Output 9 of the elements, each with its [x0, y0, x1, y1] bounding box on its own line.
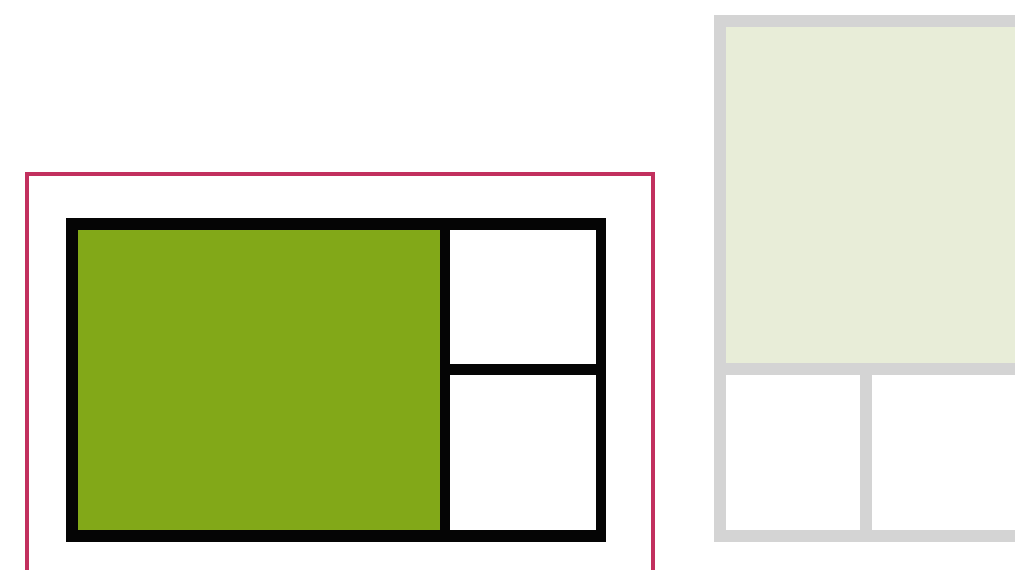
side-panel	[450, 230, 596, 364]
main-panel	[78, 230, 440, 530]
selection-frame	[25, 172, 655, 570]
main-panel	[726, 27, 1015, 363]
bottom-panel	[726, 375, 860, 530]
layout-frame	[66, 218, 606, 542]
layout-frame	[714, 15, 1015, 542]
bottom-panel	[872, 375, 1015, 530]
side-panel	[450, 375, 596, 530]
